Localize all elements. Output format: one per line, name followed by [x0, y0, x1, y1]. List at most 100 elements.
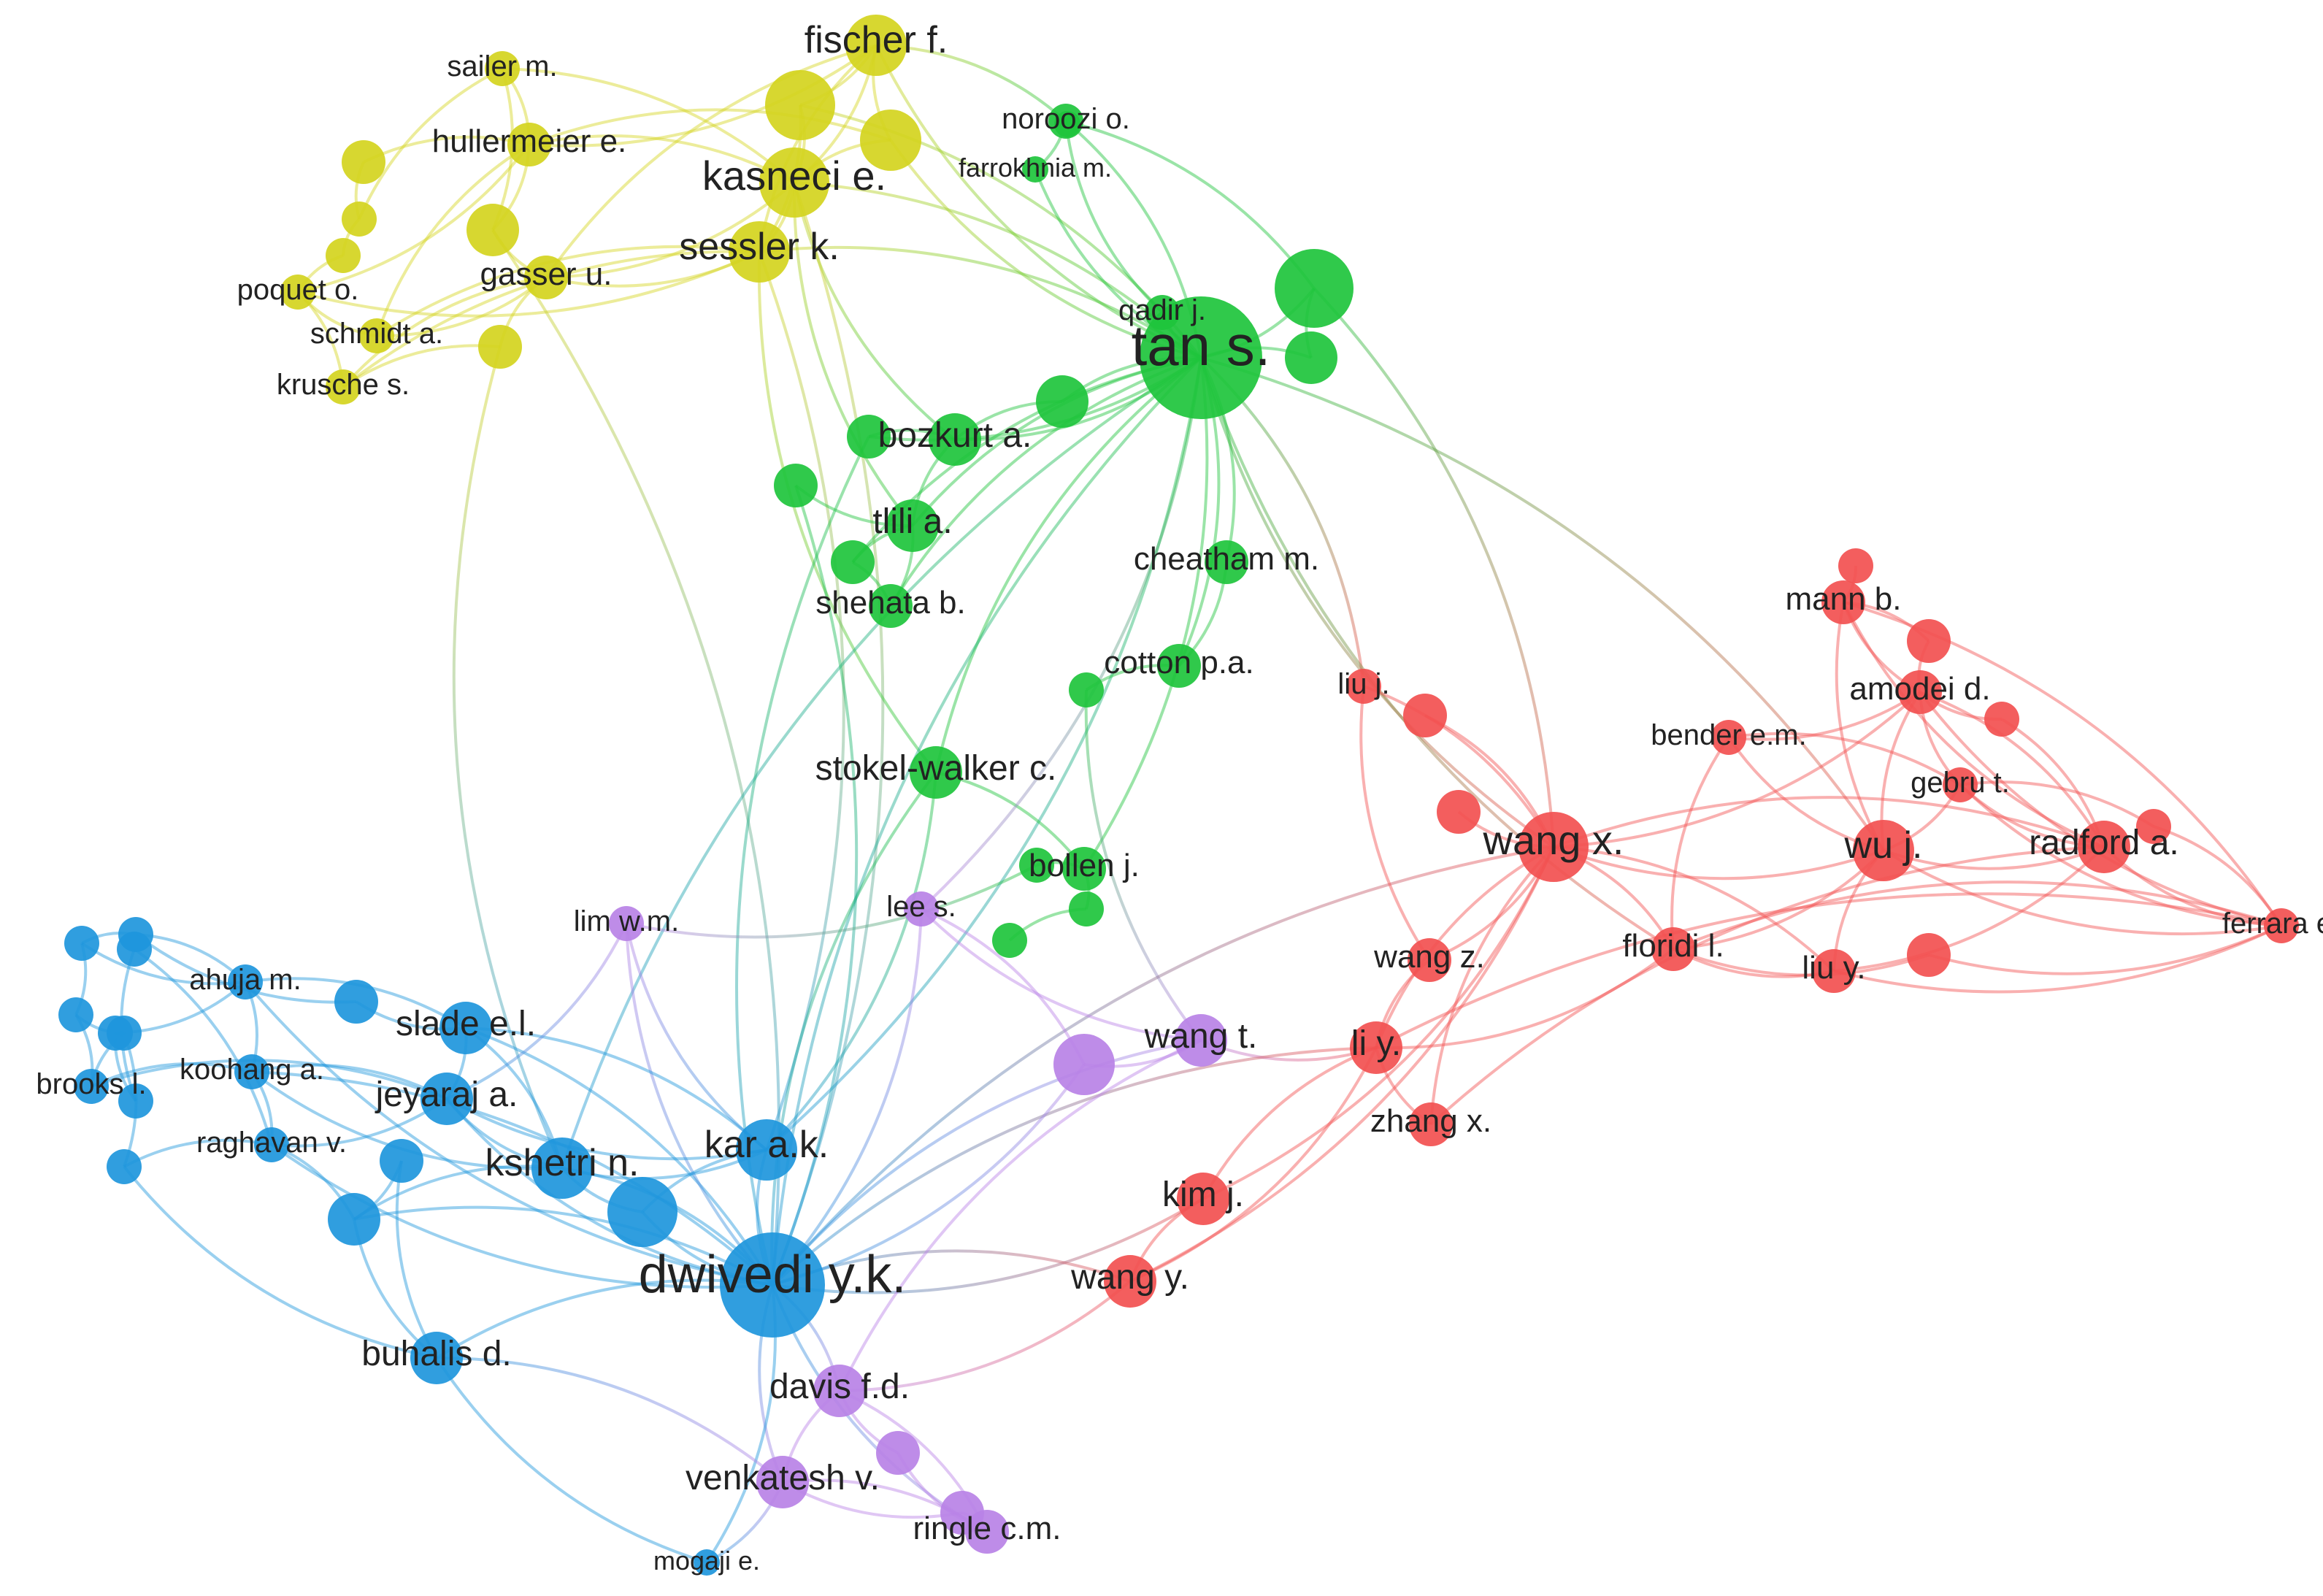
network-node[interactable] — [940, 1491, 984, 1535]
network-node[interactable] — [694, 1549, 720, 1576]
network-node[interactable] — [720, 1232, 825, 1338]
network-node[interactable] — [1069, 672, 1104, 707]
network-edge — [1728, 691, 1921, 741]
network-node[interactable] — [1275, 249, 1354, 328]
network-node[interactable] — [1145, 295, 1180, 330]
network-node[interactable] — [485, 51, 520, 86]
node-label: mann b. — [1786, 581, 1902, 617]
network-node[interactable] — [410, 1332, 463, 1384]
node-label: hullermeier e. — [432, 123, 627, 159]
network-node[interactable] — [228, 964, 263, 1000]
network-node[interactable] — [910, 746, 962, 799]
network-node[interactable] — [1898, 670, 1942, 714]
network-node[interactable] — [904, 891, 939, 926]
network-edge — [1064, 120, 1164, 314]
network-node[interactable] — [342, 202, 377, 237]
network-node[interactable] — [478, 325, 522, 369]
network-node[interactable] — [1907, 933, 1951, 977]
node-label: wang y. — [1070, 1258, 1189, 1297]
network-node[interactable] — [439, 1002, 492, 1054]
network-node[interactable] — [1518, 812, 1589, 882]
network-edge — [838, 1039, 1202, 1392]
network-node[interactable] — [117, 932, 152, 967]
network-node[interactable] — [118, 1083, 153, 1119]
network-node[interactable] — [756, 1456, 809, 1508]
network-edge — [1919, 691, 2105, 848]
network-node[interactable] — [2264, 908, 2299, 943]
network-node[interactable] — [845, 15, 907, 76]
network-node[interactable] — [1036, 375, 1088, 428]
network-node[interactable] — [326, 238, 361, 273]
network-node[interactable] — [2078, 821, 2130, 873]
node-label: gasser u. — [480, 256, 613, 292]
network-node[interactable] — [1350, 1021, 1402, 1074]
network-node[interactable] — [1437, 790, 1481, 834]
network-node[interactable] — [1285, 331, 1337, 384]
network-node[interactable] — [1069, 891, 1104, 926]
network-node[interactable] — [1062, 847, 1106, 891]
network-node[interactable] — [1907, 619, 1951, 663]
network-node[interactable] — [831, 540, 875, 584]
network-node[interactable] — [326, 369, 361, 404]
network-node[interactable] — [359, 318, 394, 353]
node-label: noroozi o. — [1002, 103, 1130, 135]
network-node[interactable] — [847, 415, 891, 459]
network-node[interactable] — [774, 464, 818, 507]
network-node[interactable] — [607, 1177, 677, 1247]
network-node[interactable] — [1403, 694, 1447, 737]
network-node[interactable] — [1177, 1173, 1229, 1225]
network-node[interactable] — [813, 1365, 866, 1417]
network-node[interactable] — [1022, 156, 1048, 183]
network-node[interactable] — [1711, 720, 1746, 755]
network-node[interactable] — [74, 1069, 109, 1104]
network-node[interactable] — [1408, 938, 1451, 982]
network-node[interactable] — [886, 499, 939, 552]
network-node[interactable] — [107, 1149, 142, 1184]
network-node[interactable] — [609, 906, 644, 941]
network-node[interactable] — [466, 204, 519, 256]
node-label: lee s. — [886, 891, 956, 923]
network-node[interactable] — [1054, 111, 1080, 137]
network-node[interactable] — [1104, 1255, 1156, 1308]
network-node[interactable] — [876, 1431, 920, 1475]
network-node[interactable] — [1943, 767, 1978, 802]
network-node[interactable] — [765, 70, 835, 140]
network-node[interactable] — [1019, 848, 1054, 883]
network-node[interactable] — [507, 123, 551, 166]
network-node[interactable] — [531, 1137, 593, 1199]
network-node[interactable] — [869, 584, 913, 628]
network-node[interactable] — [1838, 548, 1873, 583]
node-label: mogaji e. — [653, 1546, 760, 1576]
network-node[interactable] — [64, 926, 99, 961]
network-node[interactable] — [58, 997, 93, 1032]
network-node[interactable] — [729, 221, 790, 283]
network-node[interactable] — [1812, 949, 1856, 993]
network-node[interactable] — [992, 923, 1027, 958]
network-node[interactable] — [421, 1073, 473, 1125]
network-node[interactable] — [1853, 820, 1914, 881]
network-node[interactable] — [2136, 809, 2171, 844]
network-node[interactable] — [1205, 540, 1248, 584]
network-node[interactable] — [280, 275, 315, 310]
network-node[interactable] — [1157, 644, 1201, 688]
network-node[interactable] — [234, 1054, 269, 1089]
network-node[interactable] — [929, 413, 981, 466]
network-node[interactable] — [1821, 580, 1865, 624]
network-node[interactable] — [1053, 1034, 1115, 1095]
network-node[interactable] — [380, 1139, 423, 1183]
network-node[interactable] — [736, 1119, 797, 1181]
network-node[interactable] — [759, 147, 829, 218]
network-node[interactable] — [328, 1193, 380, 1246]
network-node[interactable] — [860, 110, 921, 171]
network-node[interactable] — [1651, 927, 1695, 971]
network-node[interactable] — [1346, 669, 1381, 704]
network-edge — [1129, 1047, 1378, 1283]
network-node[interactable] — [524, 256, 568, 299]
network-node[interactable] — [254, 1127, 289, 1162]
network-node[interactable] — [1175, 1014, 1227, 1067]
network-node[interactable] — [1409, 1102, 1453, 1146]
network-node[interactable] — [342, 140, 385, 184]
network-node[interactable] — [334, 980, 378, 1024]
network-node[interactable] — [1984, 702, 2019, 737]
network-node[interactable] — [98, 1016, 133, 1051]
